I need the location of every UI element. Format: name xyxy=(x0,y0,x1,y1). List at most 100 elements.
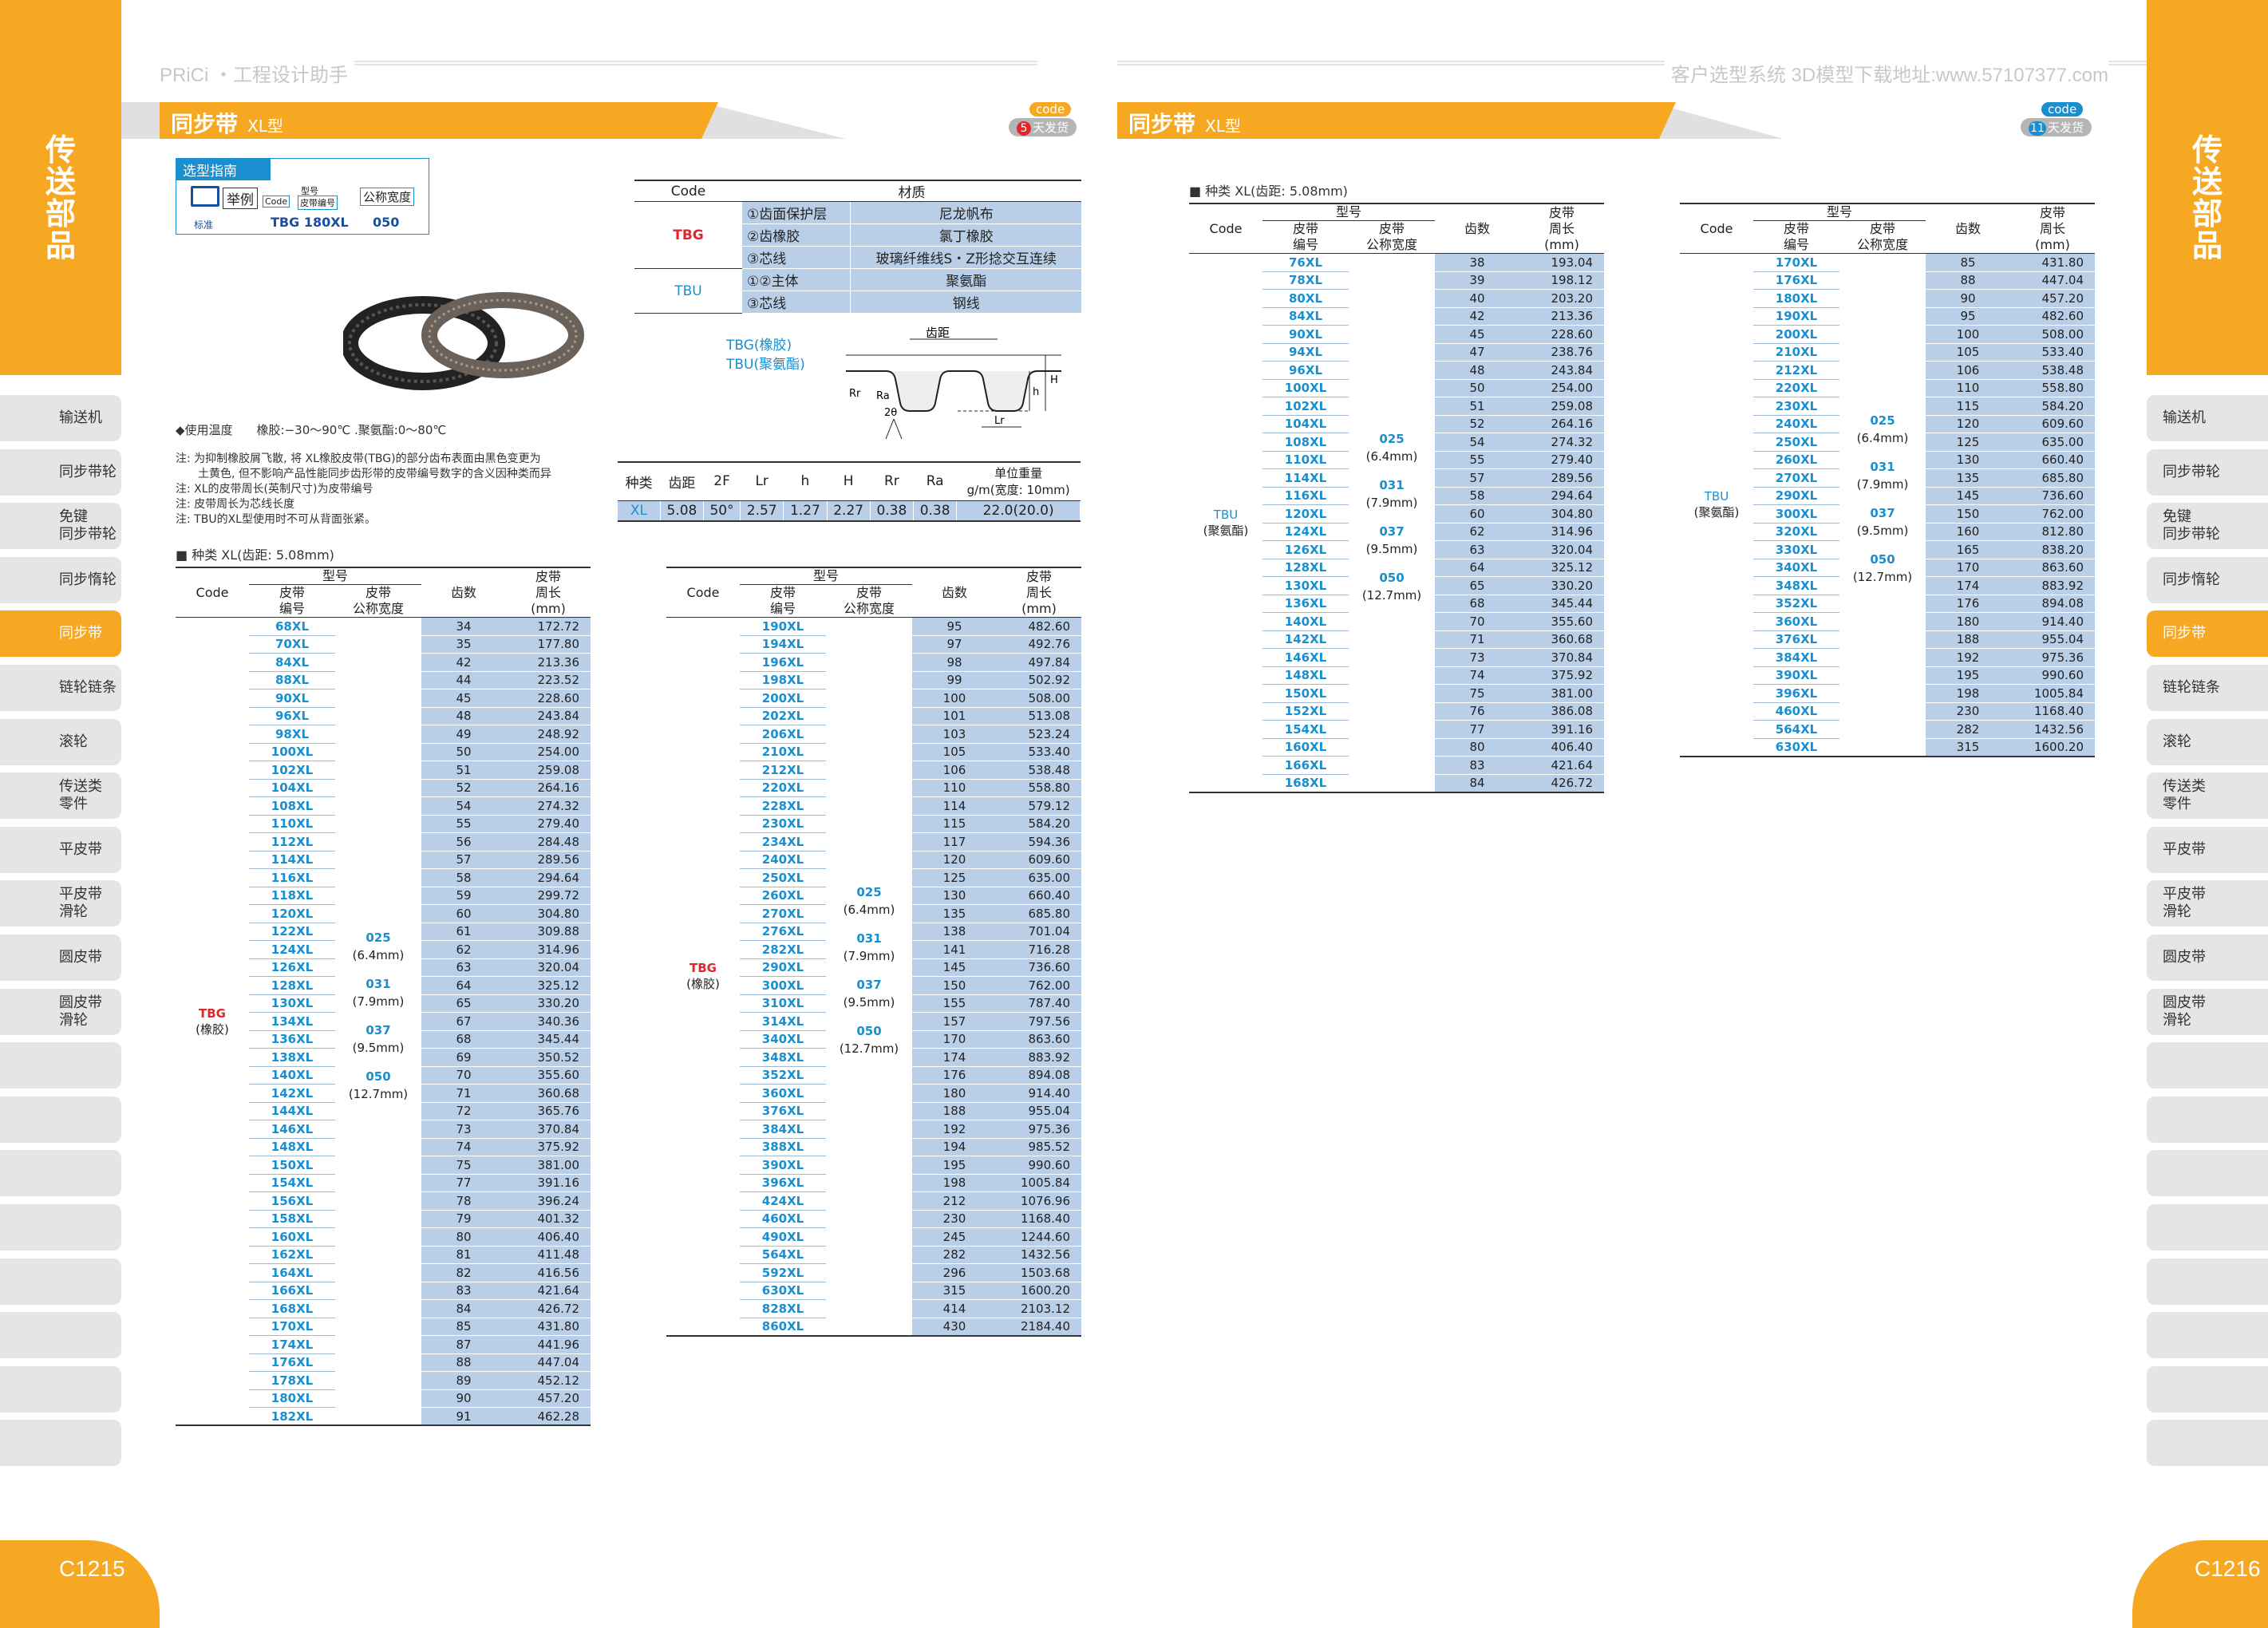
belt-number[interactable]: 270XL xyxy=(740,904,826,923)
sidebar-item[interactable] xyxy=(2147,1204,2268,1251)
sidebar-item[interactable]: 输送机 xyxy=(0,395,121,441)
belt-number[interactable]: 260XL xyxy=(1753,451,1839,469)
belt-number[interactable]: 200XL xyxy=(1753,325,1839,344)
belt-number[interactable]: 126XL xyxy=(1262,540,1349,559)
sidebar-item[interactable] xyxy=(0,1365,121,1413)
sidebar-item[interactable]: 同步带 xyxy=(2147,610,2268,658)
belt-number[interactable]: 630XL xyxy=(1753,738,1839,757)
belt-number[interactable]: 148XL xyxy=(249,1138,335,1156)
belt-number[interactable]: 116XL xyxy=(249,868,335,887)
belt-number[interactable]: 240XL xyxy=(740,851,826,869)
belt-number[interactable]: 234XL xyxy=(740,832,826,852)
belt-number[interactable]: 114XL xyxy=(1262,468,1349,488)
belt-number[interactable]: 630XL xyxy=(740,1282,826,1300)
belt-number[interactable]: 282XL xyxy=(740,940,826,959)
sidebar-item[interactable] xyxy=(2147,1365,2268,1413)
belt-number[interactable]: 360XL xyxy=(740,1084,826,1103)
belt-number[interactable]: 202XL xyxy=(740,707,826,725)
belt-number[interactable]: 330XL xyxy=(1753,540,1839,559)
sidebar-item[interactable]: 圆皮带 滑轮 xyxy=(0,988,121,1035)
belt-number[interactable]: 84XL xyxy=(249,653,335,672)
belt-number[interactable]: 340XL xyxy=(740,1030,826,1049)
belt-number[interactable]: 260XL xyxy=(740,887,826,905)
belt-number[interactable]: 300XL xyxy=(1753,504,1839,524)
belt-number[interactable]: 300XL xyxy=(740,976,826,995)
belt-number[interactable]: 190XL xyxy=(740,617,826,636)
belt-number[interactable]: 138XL xyxy=(249,1048,335,1067)
sidebar-item[interactable]: 平皮带 滑轮 xyxy=(0,880,121,927)
width-option[interactable]: 037(9.5mm) xyxy=(1856,506,1909,539)
belt-number[interactable]: 290XL xyxy=(1753,487,1839,505)
belt-number[interactable]: 124XL xyxy=(249,940,335,959)
belt-number[interactable]: 564XL xyxy=(740,1246,826,1264)
belt-number[interactable]: 102XL xyxy=(1262,397,1349,416)
belt-number[interactable]: 90XL xyxy=(249,689,335,708)
belt-number[interactable]: 142XL xyxy=(1262,630,1349,649)
belt-number[interactable]: 384XL xyxy=(740,1120,826,1139)
width-option[interactable]: 031(7.9mm) xyxy=(1365,477,1418,510)
belt-number[interactable]: 270XL xyxy=(1753,468,1839,488)
belt-number[interactable]: 170XL xyxy=(1753,253,1839,272)
sidebar-item[interactable] xyxy=(2147,1312,2268,1359)
sidebar-item[interactable]: 同步带轮 xyxy=(2147,448,2268,496)
belt-number[interactable]: 340XL xyxy=(1753,559,1839,577)
belt-number[interactable]: 88XL xyxy=(249,671,335,690)
belt-number[interactable]: 460XL xyxy=(1753,702,1839,721)
width-option[interactable]: 025(6.4mm) xyxy=(352,930,405,962)
belt-number[interactable]: 460XL xyxy=(740,1210,826,1228)
sidebar-item[interactable]: 输送机 xyxy=(2147,395,2268,441)
sidebar-item[interactable] xyxy=(0,1204,121,1251)
belt-number[interactable]: 352XL xyxy=(1753,595,1839,613)
belt-number[interactable]: 128XL xyxy=(249,976,335,995)
sidebar-item[interactable]: 同步惰轮 xyxy=(0,556,121,603)
belt-number[interactable]: 152XL xyxy=(1262,702,1349,721)
belt-number[interactable]: 146XL xyxy=(249,1120,335,1139)
belt-number[interactable]: 348XL xyxy=(1753,576,1839,595)
sidebar-item[interactable]: 免键 同步带轮 xyxy=(2147,503,2268,550)
belt-number[interactable]: 90XL xyxy=(1262,325,1349,344)
belt-number[interactable]: 196XL xyxy=(740,653,826,672)
belt-number[interactable]: 220XL xyxy=(740,779,826,797)
belt-number[interactable]: 168XL xyxy=(1262,774,1349,793)
belt-number[interactable]: 140XL xyxy=(1262,612,1349,631)
belt-number[interactable]: 102XL xyxy=(249,761,335,780)
belt-number[interactable]: 396XL xyxy=(1753,684,1839,703)
belt-number[interactable]: 424XL xyxy=(740,1191,826,1211)
belt-number[interactable]: 828XL xyxy=(740,1299,826,1318)
belt-number[interactable]: 250XL xyxy=(740,868,826,887)
sidebar-item[interactable] xyxy=(0,1150,121,1197)
belt-number[interactable]: 170XL xyxy=(249,1318,335,1336)
sidebar-item[interactable]: 同步带 xyxy=(0,610,121,658)
width-option[interactable]: 031(7.9mm) xyxy=(1856,460,1909,492)
belt-number[interactable]: 230XL xyxy=(1753,397,1839,416)
belt-number[interactable]: 108XL xyxy=(1262,433,1349,452)
belt-number[interactable]: 250XL xyxy=(1753,433,1839,452)
sidebar-item[interactable] xyxy=(2147,1258,2268,1305)
belt-number[interactable]: 126XL xyxy=(249,958,335,977)
width-option[interactable]: 025(6.4mm) xyxy=(843,885,895,918)
belt-number[interactable]: 194XL xyxy=(740,635,826,654)
belt-number[interactable]: 84XL xyxy=(1262,307,1349,326)
sidebar-item[interactable] xyxy=(2147,1420,2268,1467)
belt-number[interactable]: 136XL xyxy=(1262,595,1349,613)
sidebar-item[interactable]: 同步带轮 xyxy=(0,448,121,496)
belt-number[interactable]: 150XL xyxy=(1262,684,1349,703)
belt-number[interactable]: 144XL xyxy=(249,1102,335,1120)
belt-number[interactable]: 198XL xyxy=(740,671,826,690)
belt-number[interactable]: 388XL xyxy=(740,1138,826,1156)
sidebar-item[interactable]: 免键 同步带轮 xyxy=(0,503,121,550)
belt-number[interactable]: 120XL xyxy=(1262,504,1349,524)
belt-number[interactable]: 166XL xyxy=(1262,756,1349,775)
belt-number[interactable]: 314XL xyxy=(740,1012,826,1031)
belt-number[interactable]: 128XL xyxy=(1262,559,1349,577)
belt-number[interactable]: 206XL xyxy=(740,725,826,744)
sidebar-item[interactable]: 平皮带 滑轮 xyxy=(2147,880,2268,927)
belt-number[interactable]: 68XL xyxy=(249,617,335,636)
belt-number[interactable]: 166XL xyxy=(249,1282,335,1300)
width-option[interactable]: 050(12.7mm) xyxy=(1852,552,1913,585)
belt-number[interactable]: 94XL xyxy=(1262,343,1349,362)
belt-number[interactable]: 220XL xyxy=(1753,379,1839,397)
belt-number[interactable]: 154XL xyxy=(1262,720,1349,739)
belt-number[interactable]: 212XL xyxy=(1753,361,1839,380)
width-option[interactable]: 025(6.4mm) xyxy=(1365,431,1418,464)
